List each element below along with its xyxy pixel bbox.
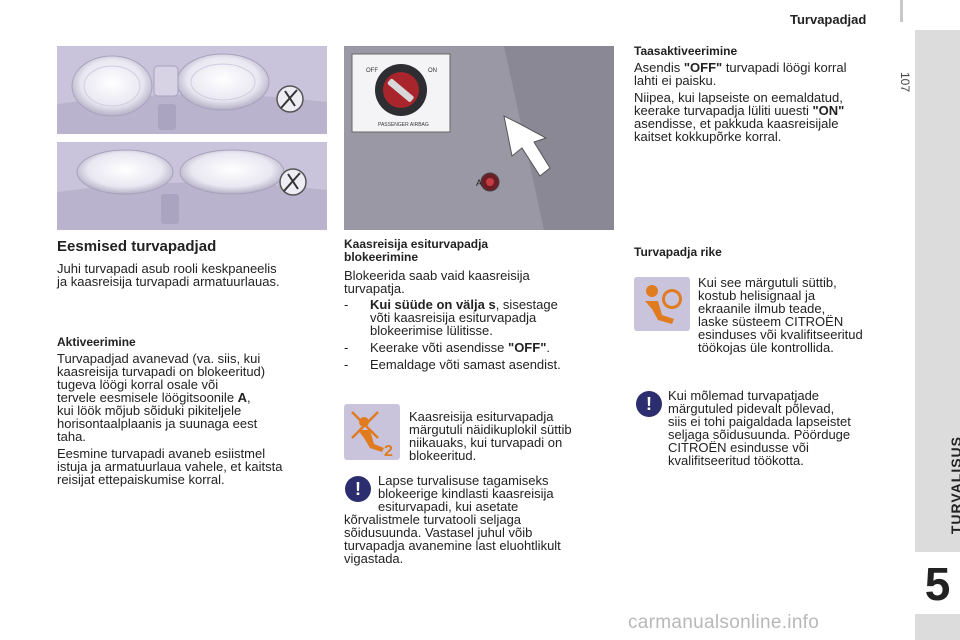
side-tab-top [915, 0, 960, 30]
dashboard-airbags-figure [57, 46, 327, 134]
step-1-line-1: Kui süüde on välja s, sisestage [370, 298, 558, 311]
intro-line-2: ja kaasreisija turvapadi armatuurlauas. [57, 274, 280, 289]
child-warning-5: sõidusuunda. Vastasel juhul võib [344, 525, 533, 540]
deactivation-heading-line-1: Kaasreisija esiturvapadja [344, 237, 489, 251]
child-warning-3: esiturvapadi, kui asetate [378, 499, 519, 514]
child-warning-7: vigastada. [344, 551, 404, 566]
fault-note-3: ekraanile ilmub teade, [698, 301, 826, 316]
child-warning-1: Lapse turvalisuse tagamiseks [378, 473, 549, 488]
activation-line-6: horisontaalplaanis ja suunaga eest [57, 416, 258, 431]
fault-note-5: esinduses või kvalifitseeritud [698, 327, 863, 342]
reactivation-p2-line-2: keerake turvapadja lüliti uuesti "ON" [634, 104, 844, 117]
deactivation-heading-line-2: blokeerimine [344, 250, 419, 264]
both-lamps-note-3: siis ei tohi paigaldada lapseistet [668, 414, 851, 429]
page-header-title: Turvapadjad [790, 12, 867, 27]
step-1-line-3: blokeerimise lülitisse. [370, 323, 493, 338]
reactivation-p2-line-3: asendisse, et pakkuda kaasreisijale [634, 116, 839, 131]
airbag-key-switch-figure: OFF ON PASSENGER AIRBAG A [344, 46, 614, 230]
activation-line-5: kui löök mõjub sõiduki pikiteljele [57, 403, 242, 418]
reactivation-p2-line-2-text: keerake turvapadja lüliti uuesti [634, 103, 813, 118]
passenger-airbag-off-lamp: 2 [344, 404, 400, 460]
step-3: Eemaldage võti samast asendist. [370, 357, 561, 372]
chapter-box [915, 552, 960, 614]
both-lamps-note-1: Kui mõlemad turvapatjade [668, 388, 820, 403]
page-number: 107 [898, 72, 912, 93]
both-lamps-note-2: märgutuled pidevalt põlevad, [668, 401, 835, 416]
indicator-note-4: blokeeritud. [409, 448, 477, 463]
indicator-note-2: märgutuli näidikuplokil süttib [409, 422, 572, 437]
activation-heading: Aktiveerimine [57, 335, 136, 349]
header-rule [900, 0, 903, 22]
step-1-text: , sisestage [495, 297, 558, 312]
airbag-fault-lamp [634, 277, 690, 331]
fault-note-2: kostub helisignaal ja [698, 288, 816, 303]
step-1-bold: Kui süüde on välja s [370, 297, 496, 312]
svg-text:2: 2 [384, 443, 393, 460]
info-icon-2: ! [636, 391, 662, 417]
deactivation-intro-1: Blokeerida saab vaid kaasreisija [344, 268, 530, 283]
zone-a-label: A [237, 390, 248, 405]
fault-note-1: Kui see märgutuli süttib, [698, 275, 837, 290]
activation-line-2: kaasreisija turvapadi on blokeeritud) [57, 364, 266, 379]
both-lamps-note-4: seljaga sõidusuunda. Pöörduge [668, 427, 851, 442]
fault-heading: Turvapadja rike [634, 245, 722, 259]
activation-line-4: tervele eesmisele löögitsoonile A, [57, 391, 251, 404]
child-warning-6: turvapadja avanemine last eluohtlikult [344, 538, 561, 553]
info-icon: ! [345, 476, 371, 502]
reactivation-line-1-post: turvapadi löögi korral [722, 60, 847, 75]
bullet-1: - [344, 297, 349, 312]
step-2-tail: . [546, 340, 550, 355]
activation-line-1: Turvapadjad avanevad (va. siis, kui [57, 351, 261, 366]
chapter-number: 5 [924, 558, 951, 610]
airbag-fault-icon [645, 285, 682, 324]
activation-p2-line-3: reisijat ettepaiskumise korral. [57, 472, 225, 487]
dashboard-airbags-illustration-2 [57, 142, 327, 230]
reactivation-heading: Taasaktiveerimine [634, 44, 738, 58]
reactivation-off: "OFF" [683, 60, 723, 75]
activation-line-3: tugeva löögi korral osale või [57, 377, 219, 392]
both-lamps-note-5: CITROËN esindusse või [668, 440, 809, 455]
fault-note-6: töökojas üle kontrollida. [698, 340, 834, 355]
activation-p2-line-2: istuja ja armatuurlaua vahele, et kaitst… [57, 459, 283, 474]
both-lamps-note-6: kvalifitseeritud töökotta. [668, 453, 804, 468]
reactivation-p2-line-1: Niipea, kui lapseiste on eemaldatud, [634, 90, 843, 105]
airbag-off-icon: 2 [351, 411, 393, 460]
indicator-note-3: niikauaks, kui turvapadi on [409, 435, 563, 450]
step-2: Keerake võti asendisse "OFF". [370, 341, 550, 354]
bullet-2: - [344, 340, 349, 355]
side-tab [915, 0, 960, 640]
switch-on-label: ON [428, 68, 437, 74]
activation-p2-line-1: Eesmine turvapadi avaneb esiistmel [57, 446, 266, 461]
activation-line-4-text: tervele eesmisele löögitsoonile [57, 390, 238, 405]
child-warning-2: blokeerige kindlasti kaasreisija [378, 486, 554, 501]
step-2-off: "OFF" [508, 340, 547, 355]
indicator-note-1: Kaasreisija esiturvapadja [409, 409, 554, 424]
activation-line-4-tail: , [247, 390, 251, 405]
reactivation-line-1-pre: Asendis [634, 60, 684, 75]
dashboard-airbags-illustration [57, 46, 327, 134]
deactivation-intro-2: turvapatja. [344, 281, 405, 296]
step-2-text: Keerake võti asendisse [370, 340, 509, 355]
reactivation-on: "ON" [812, 103, 845, 118]
step-1-line-2: võti kaasreisija esiturvapadja [370, 310, 537, 325]
reactivation-line-1: Asendis "OFF" turvapadi löögi korral [634, 61, 847, 74]
callout-label: A [476, 178, 482, 188]
child-warning-4: kõrvalistmele turvatooli seljaga [344, 512, 522, 527]
key-switch-illustration: OFF ON PASSENGER AIRBAG A [344, 46, 614, 230]
reactivation-line-2: lahti ei paisku. [634, 73, 717, 88]
section-heading-front-airbags: Eesmised turvapadjad [57, 238, 217, 255]
section-label: TURVALISUS [948, 436, 960, 535]
fault-note-4: laske süsteem CITROËN [698, 314, 844, 329]
activation-line-7: taha. [57, 429, 86, 444]
watermark: carmanualsonline.info [628, 612, 820, 633]
switch-off-label: OFF [366, 68, 378, 74]
reactivation-p2-line-4: kaitset kokkupõrke korral. [634, 129, 782, 144]
dashboard-airbags-figure-2 [57, 142, 327, 230]
intro-line-1: Juhi turvapadi asub rooli keskpaneelis [57, 261, 277, 276]
bullet-3: - [344, 357, 349, 372]
switch-caption-label: PASSENGER AIRBAG [378, 122, 429, 128]
